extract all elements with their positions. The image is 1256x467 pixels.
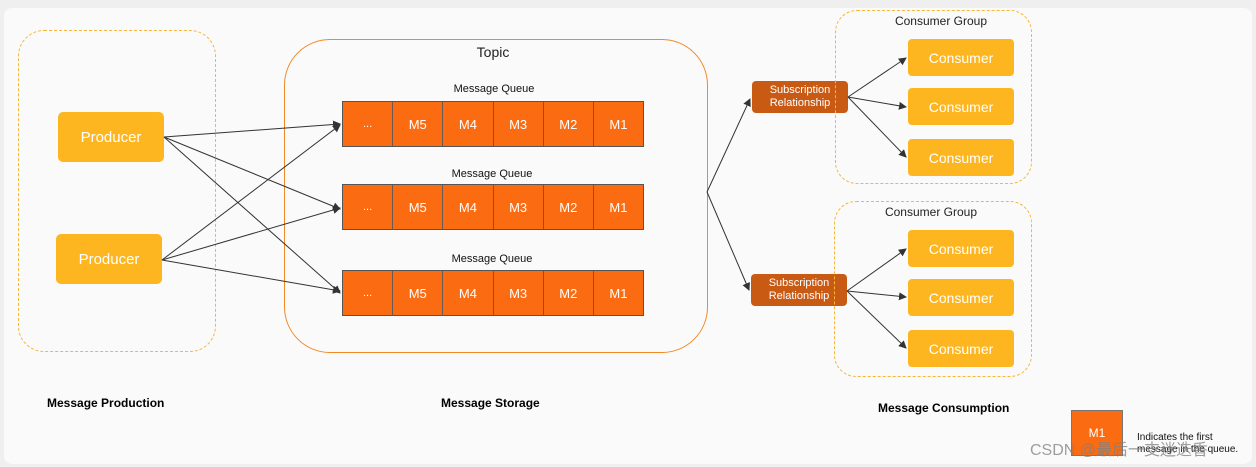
queue-cell-ellipsis: ...	[343, 102, 393, 146]
message-queue-2: ... M5 M4 M3 M2 M1	[342, 184, 644, 230]
topic-title: Topic	[476, 44, 510, 60]
queue-cell: M1	[592, 102, 644, 146]
queue-cell: M4	[442, 102, 493, 146]
legend-sample-cell: M1	[1071, 410, 1123, 456]
arrow-p1-q2	[163, 136, 341, 211]
arrow-p2-q3	[161, 259, 341, 294]
queue-cell: M5	[392, 271, 443, 315]
production-group-box	[18, 30, 216, 352]
consumer-2-2: Consumer	[908, 279, 1014, 316]
subscription-relationship-1: Subscription Relationship	[752, 81, 848, 113]
arrow-sub2-c3	[846, 290, 907, 349]
queue-cell-ellipsis: ...	[343, 185, 393, 229]
producer-2: Producer	[56, 234, 162, 284]
arrow-sub2-c2	[846, 290, 907, 301]
queue-cell: M2	[542, 185, 593, 229]
queue-cell: M1	[592, 185, 644, 229]
arrow-topic-sub2	[706, 191, 750, 291]
message-queue-3: ... M5 M4 M3 M2 M1	[342, 270, 644, 316]
arrow-sub1-c1	[847, 57, 907, 98]
arrow-p2-q1	[161, 124, 341, 261]
arrow-p1-q3	[163, 136, 341, 294]
queue-cell: M2	[542, 271, 593, 315]
consumer-1-1: Consumer	[908, 39, 1014, 76]
arrow-p2-q2	[161, 206, 341, 261]
arrow-topic-sub1	[706, 98, 751, 193]
queue-cell: M1	[592, 271, 644, 315]
queue-cell: M3	[492, 102, 543, 146]
queue-cell: M2	[542, 102, 593, 146]
topic-box	[284, 39, 708, 353]
arrow-sub2-c1	[846, 248, 907, 292]
message-queue-1: ... M5 M4 M3 M2 M1	[342, 101, 644, 147]
subscription-relationship-2: Subscription Relationship	[751, 274, 847, 306]
consumer-2-1: Consumer	[908, 230, 1014, 267]
queue-cell: M3	[492, 185, 543, 229]
csdn-watermark: CSDN @最后一支迷迭香	[1030, 442, 1209, 459]
queue-3-label: Message Queue	[451, 253, 533, 265]
diagram-canvas	[4, 8, 1252, 464]
queue-cell: M5	[392, 185, 443, 229]
consumer-group-1-title: Consumer Group	[894, 14, 988, 28]
consumer-group-1-box	[835, 10, 1032, 184]
consumer-2-3: Consumer	[908, 330, 1014, 367]
message-production-label: Message Production	[47, 396, 165, 410]
message-consumption-label: Message Consumption	[878, 401, 1010, 415]
consumer-group-2-box	[834, 201, 1032, 377]
arrow-p1-q1	[163, 120, 341, 138]
queue-cell: M4	[442, 185, 493, 229]
queue-cell: M5	[392, 102, 443, 146]
queue-cell: M4	[442, 271, 493, 315]
queue-cell-ellipsis: ...	[343, 271, 393, 315]
message-storage-label: Message Storage	[441, 396, 540, 410]
queue-cell: M3	[492, 271, 543, 315]
consumer-1-2: Consumer	[908, 88, 1014, 125]
queue-1-label: Message Queue	[453, 83, 535, 95]
consumer-1-3: Consumer	[908, 139, 1014, 176]
legend-text: Indicates the first message in the queue…	[1137, 432, 1239, 455]
arrow-sub1-c3	[847, 96, 907, 158]
producer-1: Producer	[58, 112, 164, 162]
queue-2-label: Message Queue	[451, 168, 533, 180]
arrow-sub1-c2	[847, 96, 907, 110]
consumer-group-2-title: Consumer Group	[884, 205, 978, 219]
